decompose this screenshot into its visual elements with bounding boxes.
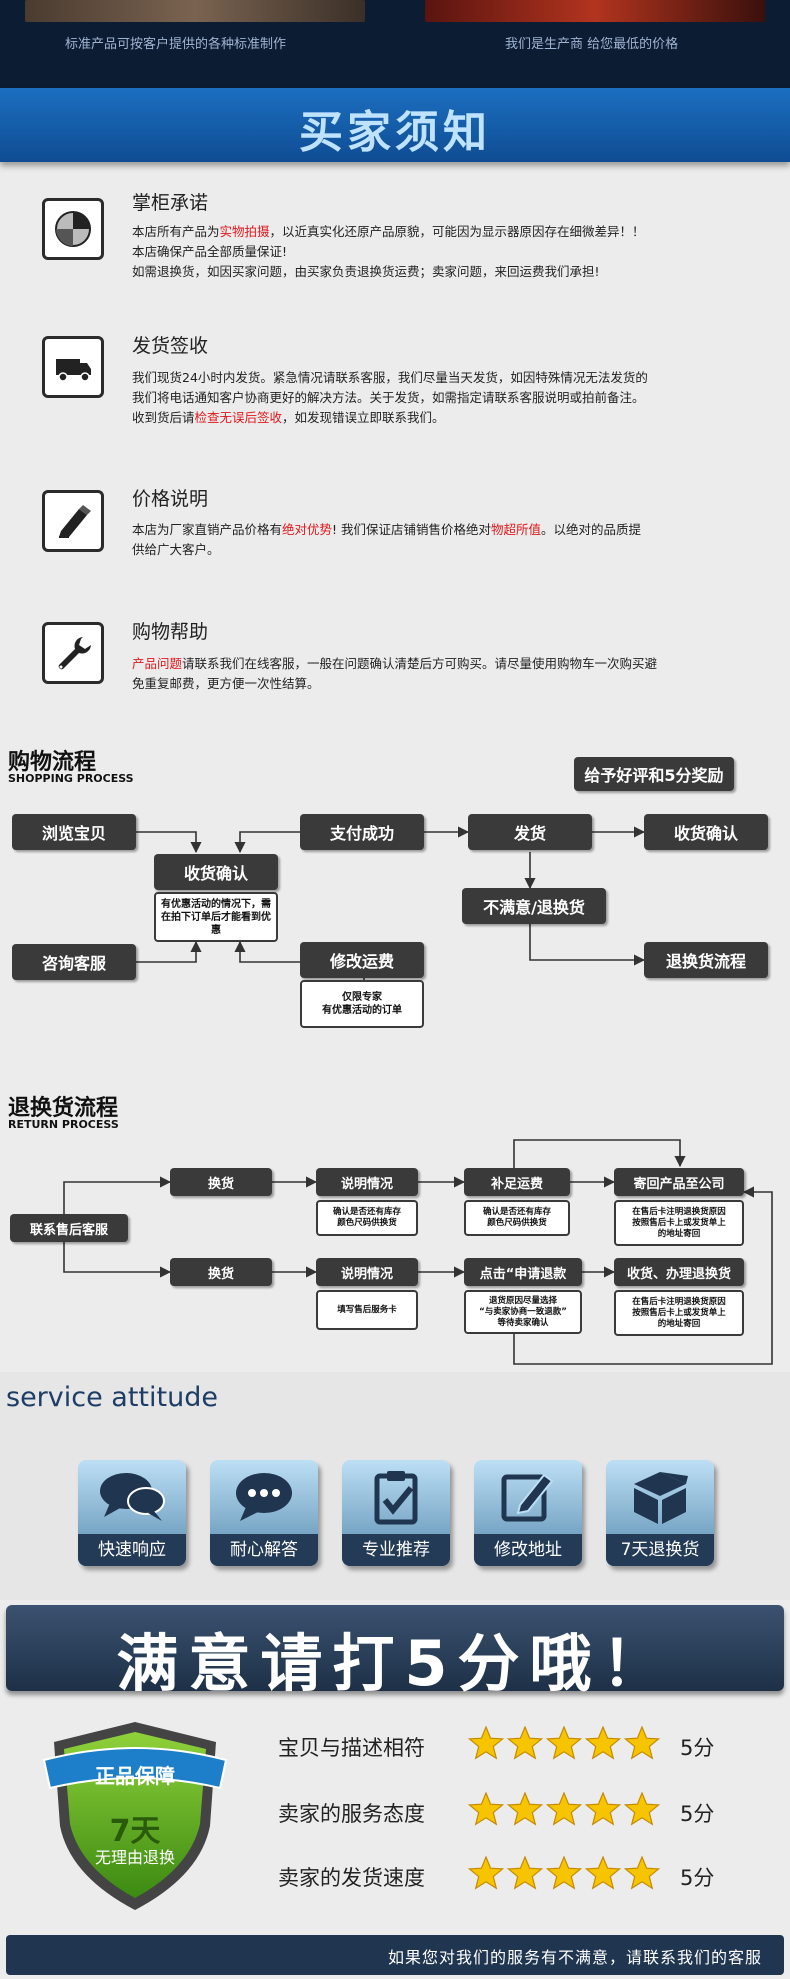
guarantee-badge: 正品保障 7天 无理由退换 bbox=[40, 1716, 230, 1916]
badge-top-text: 正品保障 bbox=[95, 1764, 175, 1788]
star-icon bbox=[545, 1791, 583, 1826]
footer-text: 如果您对我们的服务有不满意，请联系我们的客服 bbox=[387, 1948, 762, 1967]
review-box: 给予好评和5分奖励 bbox=[574, 757, 734, 791]
star-icon bbox=[506, 1855, 544, 1890]
rating-label: 卖家的服务态度 bbox=[278, 1802, 425, 1826]
shopping-subtitle: SHOPPING PROCESS bbox=[8, 772, 134, 785]
rating-banner: 满意请打5分哦！ bbox=[6, 1605, 784, 1700]
star-rating bbox=[467, 1855, 663, 1890]
chat-bubbles-icon bbox=[78, 1460, 186, 1534]
click-refund-box: 点击“申请退款 bbox=[464, 1258, 582, 1286]
star-rating bbox=[467, 1791, 663, 1826]
exchange-box-2: 换货 bbox=[170, 1258, 272, 1286]
service-card-recommend: 专业推荐 bbox=[342, 1460, 450, 1566]
modify-shipping-box: 修改运费 bbox=[300, 942, 424, 978]
confirm-note: 有优惠活动的情况下，需在拍下订单后才能看到优惠 bbox=[154, 892, 278, 942]
star-icon bbox=[467, 1725, 505, 1760]
star-icon bbox=[506, 1791, 544, 1826]
star-icon bbox=[623, 1855, 661, 1890]
contact-support-box: 联系售后客服 bbox=[10, 1214, 128, 1242]
clipboard-check-icon bbox=[342, 1460, 450, 1534]
explain-box-1: 说明情况 bbox=[316, 1168, 418, 1196]
returns-title: 退换货流程 bbox=[8, 1096, 119, 1121]
rating-banner-text: 满意请打5分哦！ bbox=[116, 1627, 674, 1700]
explain-box-2: 说明情况 bbox=[316, 1258, 418, 1286]
service-card-label: 专业推荐 bbox=[342, 1534, 450, 1566]
notice-item-title: 价格说明 bbox=[132, 488, 209, 510]
rating-label: 卖家的发货速度 bbox=[278, 1866, 425, 1890]
caption-right: 我们是生产商 给您最低的价格 bbox=[505, 37, 679, 52]
modify-note: 仅限专家 有优惠活动的订单 bbox=[300, 980, 424, 1028]
star-icon bbox=[467, 1791, 505, 1826]
star-icon bbox=[584, 1725, 622, 1760]
pie-chart-icon bbox=[42, 198, 104, 260]
speech-dots-icon bbox=[210, 1460, 318, 1534]
star-icon bbox=[545, 1725, 583, 1760]
browse-box: 浏览宝贝 bbox=[12, 814, 136, 850]
notice-item-body: 产品问题请联系我们在线客服，一般在问题确认清楚后方可购买。请尽量使用购物车一次购… bbox=[132, 656, 658, 691]
pay-shipping-box: 补足运费 bbox=[464, 1168, 570, 1196]
service-card-fast-response: 快速响应 bbox=[78, 1460, 186, 1566]
return-flow-box: 退换货流程 bbox=[644, 942, 768, 978]
wrench-icon bbox=[42, 622, 104, 684]
explain-note-1: 确认是否还有库存 颜色尺码供换货 bbox=[316, 1200, 418, 1236]
send-back-box: 寄回产品至公司 bbox=[614, 1168, 744, 1196]
footer-bar: 如果您对我们的服务有不满意，请联系我们的客服 bbox=[6, 1935, 784, 1975]
notice-item-body: 我们现货24小时内发货。紧急情况请联系客服，我们尽量当天发货，如因特殊情况无法发… bbox=[132, 370, 648, 425]
marker-pen-icon bbox=[42, 490, 104, 552]
top-banner: 标准产品可按客户提供的各种标准制作 我们是生产商 给您最低的价格 bbox=[0, 0, 790, 88]
rating-score: 5分 bbox=[680, 1736, 715, 1760]
box-icon bbox=[606, 1460, 714, 1534]
explain-note-2: 填写售后服务卡 bbox=[316, 1290, 418, 1330]
service-title: service attitude bbox=[6, 1382, 218, 1413]
click-refund-note: 退货原因尽量选择 “与卖家协商一致退款” 等待卖家确认 bbox=[464, 1290, 582, 1334]
unhappy-box: 不满意/退换货 bbox=[462, 888, 606, 924]
service-card-label: 快速响应 bbox=[78, 1534, 186, 1566]
exchange-box-1: 换货 bbox=[170, 1168, 272, 1196]
rating-label: 宝贝与描述相符 bbox=[278, 1736, 425, 1760]
returns-subtitle: RETURN PROCESS bbox=[8, 1118, 119, 1131]
notice-item-body: 本店所有产品为实物拍摄，以近真实化还原产品原貌，可能因为显示器原因存在细微差异！… bbox=[132, 224, 645, 279]
service-card-patient-answer: 耐心解答 bbox=[210, 1460, 318, 1566]
star-icon bbox=[467, 1855, 505, 1890]
notice-item-title: 购物帮助 bbox=[132, 621, 209, 643]
badge-days-text: 7天 bbox=[109, 1814, 161, 1849]
receive-refund-box: 收货、办理退换货 bbox=[614, 1258, 744, 1286]
delivery-truck-icon bbox=[42, 336, 104, 398]
notice-item-body: 本店为厂家直销产品价格有绝对优势! 我们保证店铺销售价格绝对物超所值。以绝对的品… bbox=[132, 522, 642, 557]
product-photo-left bbox=[25, 0, 365, 22]
badge-sub-text: 无理由退换 bbox=[94, 1848, 175, 1867]
notice-title: 买家须知 bbox=[299, 107, 491, 158]
notice-item-title: 掌柜承诺 bbox=[132, 192, 209, 214]
consult-box: 咨询客服 bbox=[12, 944, 136, 980]
receive-refund-note: 在售后卡注明退换货原因 按照售后卡上或发货单上 的地址寄回 bbox=[614, 1290, 744, 1336]
edit-pencil-icon bbox=[474, 1460, 582, 1534]
star-icon bbox=[623, 1791, 661, 1826]
star-icon bbox=[623, 1725, 661, 1760]
service-card-label: 耐心解答 bbox=[210, 1534, 318, 1566]
service-card-label: 7天退换货 bbox=[606, 1534, 714, 1566]
service-card-7day-return: 7天退换货 bbox=[606, 1460, 714, 1566]
ship-box: 发货 bbox=[468, 814, 592, 850]
star-icon bbox=[545, 1855, 583, 1890]
star-icon bbox=[506, 1725, 544, 1760]
confirm-box: 收货确认 bbox=[154, 854, 278, 890]
star-rating bbox=[467, 1725, 663, 1760]
star-icon bbox=[584, 1791, 622, 1826]
shopping-title: 购物流程 bbox=[8, 750, 97, 775]
notice-item-title: 发货签收 bbox=[132, 335, 209, 357]
rating-score: 5分 bbox=[680, 1802, 715, 1826]
payment-success-box: 支付成功 bbox=[300, 814, 424, 850]
product-photo-right bbox=[425, 0, 765, 22]
service-card-label: 修改地址 bbox=[474, 1534, 582, 1566]
send-back-note: 在售后卡注明退换货原因 按照售后卡上或发货单上 的地址寄回 bbox=[614, 1200, 744, 1246]
service-card-edit-address: 修改地址 bbox=[474, 1460, 582, 1566]
shield-icon bbox=[42, 1722, 228, 1910]
pay-shipping-note: 确认是否还有库存 颜色尺码供换货 bbox=[464, 1200, 570, 1236]
rating-score: 5分 bbox=[680, 1866, 715, 1890]
receive-box: 收货确认 bbox=[644, 814, 768, 850]
caption-left: 标准产品可按客户提供的各种标准制作 bbox=[65, 37, 287, 52]
star-icon bbox=[584, 1855, 622, 1890]
notice-header: 买家须知 bbox=[0, 88, 790, 162]
